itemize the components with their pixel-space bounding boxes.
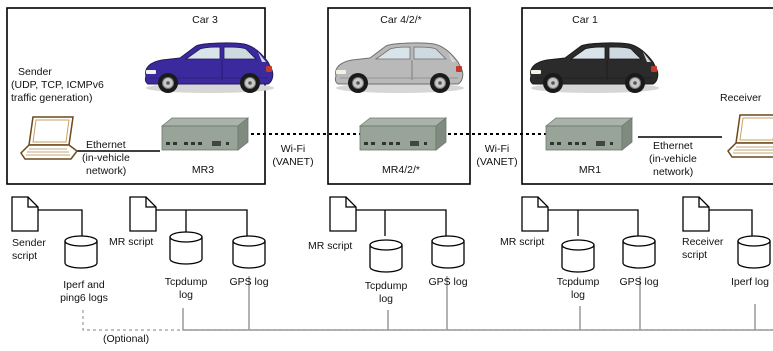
router-mr1 [545,117,633,151]
mr4-gps-icon [431,235,465,269]
sender-laptop-icon [20,116,78,160]
mr3-script-icon [129,196,157,232]
mr4-tcpdump-line2: log [378,293,393,305]
wifi-right-line1: Wi-Fi [484,143,510,155]
optional-bus [82,310,773,331]
ethernet-left-line3: network) [86,165,127,177]
router-mr3 [161,117,249,151]
mr4-tcpdump-icon [369,239,403,273]
sender-label-line2: (UDP, TCP, ICMPv6 [11,79,104,91]
wifi-left-line2: (VANET) [272,156,314,168]
mr4-label: MR4/2/* [382,164,420,176]
car3-box [6,7,266,185]
collection-bus [182,276,773,331]
wifi-left-line1: Wi-Fi [280,143,306,155]
iperf-log-label: Iperf log [731,276,769,288]
ethernet-right-line2: (in-vehicle [649,153,697,165]
sender-script-line2: script [12,250,38,262]
car1-title: Car 1 [572,14,598,26]
mr4-logs [329,196,465,273]
car1-image [529,42,659,93]
mr1-gps-label: GPS log [619,276,659,288]
car4-box [327,7,471,185]
mr3-tcpdump-icon [169,231,203,265]
sender-script-line1: Sender [12,237,46,249]
receiver-script-line2: script [682,249,708,261]
mr1-label: MR1 [578,164,602,176]
mr4-tcpdump-line1: Tcpdump [364,280,408,292]
wifi-right-line2: (VANET) [476,156,518,168]
mr1-tcpdump-icon [561,239,595,273]
mr3-tcpdump-line2: log [178,289,193,301]
router-mr4 [359,117,447,151]
mr1-gps-icon [622,235,656,269]
sender-label-line1: Sender [18,66,52,78]
sender-logs [11,196,98,269]
car3-image [144,42,274,93]
mr3-gps-icon [232,235,266,269]
mr1-script-icon [521,196,549,232]
iperf-ping-line2: ping6 logs [60,292,108,304]
ethernet-right-line1: Ethernet [653,140,693,152]
ethernet-left-line2: (in-vehicle [82,152,130,164]
receiver-laptop-icon [727,114,773,158]
iperf-ping-log-icon [64,235,98,269]
mr4-script-label: MR script [308,240,353,252]
mr1-script-label: MR script [500,236,545,248]
mr3-script-label: MR script [109,236,154,248]
sender-label-line3: traffic generation) [11,92,93,104]
mr4-gps-label: GPS log [428,276,468,288]
car4-title: Car 4/2/* [380,14,422,26]
sender-script-icon [11,196,39,232]
mr3-gps-label: GPS log [229,276,269,288]
iperf-ping-line1: Iperf and [63,279,105,291]
mr1-tcpdump-line1: Tcpdump [556,276,600,288]
mr3-tcpdump-line1: Tcpdump [164,276,208,288]
mr4-script-icon [329,196,357,232]
car3-title: Car 3 [192,14,218,26]
receiver-script-line1: Receiver [682,236,724,248]
mr3-logs [129,196,266,269]
mr1-logs [521,196,656,273]
iperf-log-icon [737,235,771,269]
receiver-logs [682,196,771,269]
receiver-label: Receiver [720,92,762,104]
car1-box [521,7,773,185]
receiver-script-icon [682,196,710,232]
car4-image [334,42,464,93]
optional-label: (Optional) [103,333,150,345]
ethernet-right-line3: network) [653,166,694,178]
mr1-tcpdump-line2: log [570,289,585,301]
ethernet-left-line1: Ethernet [86,139,126,151]
mr3-label: MR3 [191,164,215,176]
